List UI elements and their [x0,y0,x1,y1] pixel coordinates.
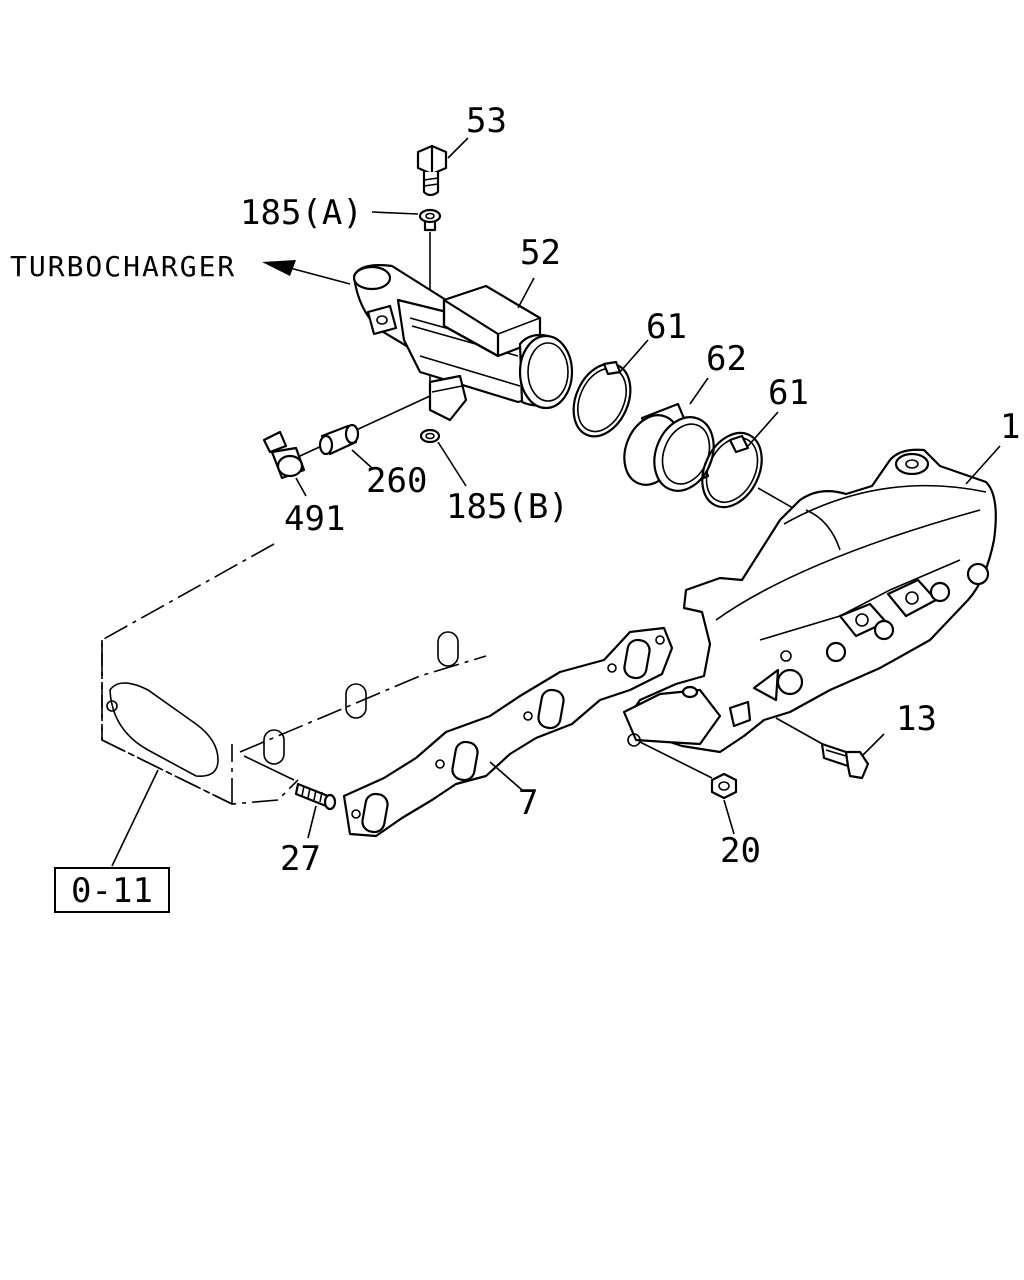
exhaust-pipe-52-drawing [352,264,574,422]
clamp-61-right-drawing [701,411,779,509]
clamp-61-left-drawing [572,339,649,438]
part-label-53: 53 [466,101,507,141]
part-label-61-left: 61 [646,307,687,347]
part-label-27: 27 [280,839,321,879]
part-label-13: 13 [896,699,937,739]
part-label-52: 52 [520,233,561,273]
part-label-491: 491 [284,499,345,539]
part-label-61-right: 61 [768,373,809,413]
part-label-20: 20 [720,831,761,871]
cylinder-head-phantom-drawing [101,543,487,867]
part-label-7: 7 [518,783,538,823]
part-label-1: 1 [1000,407,1020,447]
sleeve-260-drawing [318,423,373,469]
bolt-53-drawing [416,137,469,197]
hose-62-drawing [623,377,715,492]
nut-20-drawing [639,741,738,835]
gasket-7-drawing [342,626,674,838]
part-label-260: 260 [366,461,427,501]
stud-27-drawing [294,782,337,839]
bolt-13-drawing [775,717,885,780]
turbocharger-arrow [262,260,351,285]
part-label-62: 62 [706,339,747,379]
washer-185a-drawing [371,208,442,232]
reference-box-label: 0-11 [71,871,153,911]
part-label-185b: 185(B) [446,487,569,527]
part-label-185a: 185(A) [240,193,363,233]
washer-185b-drawing [419,428,467,487]
exhaust-manifold-1-drawing [622,445,1001,754]
reference-box[interactable]: 0-11 [54,867,170,913]
turbocharger-callout-label: TURBOCHARGER [10,250,236,283]
